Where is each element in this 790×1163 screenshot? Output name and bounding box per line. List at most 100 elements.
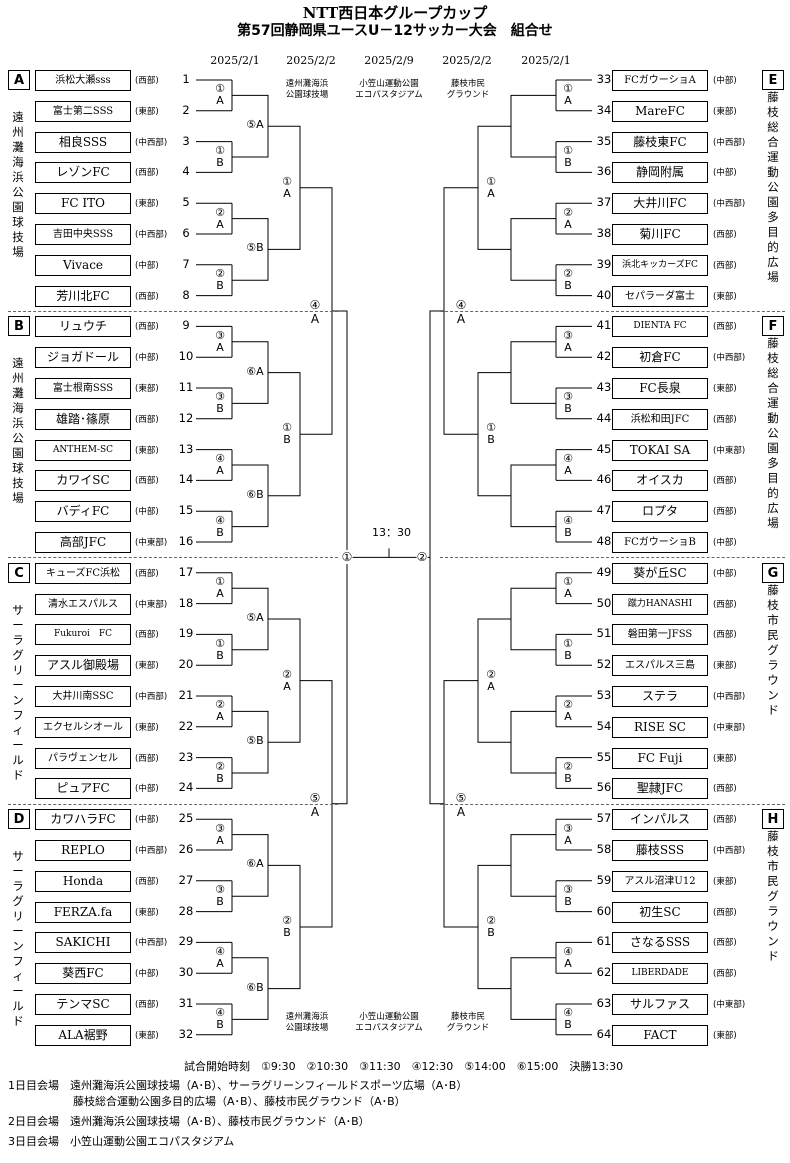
round1-match-label: ③ B: [215, 390, 225, 416]
group-separator: [440, 311, 785, 312]
team-number: 13: [178, 441, 194, 456]
team-box: SAKICHI: [35, 932, 131, 954]
team-region: (東部): [135, 661, 159, 672]
team-number: 45: [596, 441, 612, 456]
final-time: 13：30: [372, 526, 411, 539]
round2-match-label: ⑥B: [246, 980, 264, 994]
team-box: DIENTA FC: [612, 316, 708, 338]
team-box: インパルス: [612, 809, 708, 831]
round2-match-label: ⑥A: [246, 364, 264, 378]
round1-match-label: ① B: [563, 144, 573, 169]
round4-match-label: ④ A: [309, 298, 321, 326]
team-number: 17: [178, 564, 194, 579]
team-region: (中部): [135, 507, 159, 518]
team-box: 聖隷JFC: [612, 778, 708, 800]
team-box: 磐田第一JFSS: [612, 624, 708, 646]
team-box: 浜松和田JFC: [612, 408, 708, 430]
team-number: 59: [596, 872, 612, 887]
round1-match-label: ③ A: [215, 821, 225, 847]
round1-match-label: ① A: [215, 82, 225, 108]
team-number: 19: [178, 626, 194, 641]
round1-match-label: ④ B: [563, 513, 573, 539]
team-number: 12: [178, 410, 194, 425]
team-region: (西部): [713, 260, 737, 271]
round2-bracket: [510, 834, 556, 897]
round1-match-label: ③ B: [563, 883, 573, 909]
round3-match-label: ② A: [486, 667, 496, 693]
round1-match-label: ③ A: [563, 821, 573, 847]
team-region: (西部): [135, 414, 159, 425]
team-region: (西部): [135, 630, 159, 641]
team-number: 21: [178, 688, 194, 702]
team-box: キューズFC浜松: [35, 562, 131, 584]
team-box: 藤枝SSS: [612, 840, 708, 861]
team-number: 1: [182, 72, 190, 86]
team-box: パラヴェンセル: [35, 747, 131, 769]
round2-bracket: [510, 710, 556, 774]
team-region: (西部): [713, 414, 737, 425]
round2-bracket: [510, 587, 556, 651]
team-region: (西部): [713, 507, 737, 518]
team-number: 7: [182, 256, 190, 271]
team-box: RISE SC: [612, 716, 708, 738]
team-number: 61: [596, 934, 612, 949]
team-region: (中西部): [135, 230, 168, 240]
team-region: (中東部): [135, 538, 168, 548]
round3-match-label: ① A: [486, 174, 496, 200]
team-region: (中部): [135, 969, 159, 980]
team-box: セパラーダ富士: [612, 285, 708, 307]
team-box: TOKAI SA: [612, 439, 708, 461]
team-region: (中東部): [713, 445, 746, 456]
round2-match-label: ⑤A: [246, 611, 264, 624]
round2-match-label: ⑤A: [246, 118, 264, 132]
team-region: (東部): [713, 384, 737, 394]
team-region: (西部): [135, 476, 159, 487]
team-box: 相良SSS: [35, 131, 131, 153]
team-region: (中西部): [713, 137, 746, 148]
team-number: 41: [596, 318, 612, 333]
team-region: (西部): [135, 876, 159, 887]
team-box: FACT: [612, 1024, 708, 1046]
date-round1-left: 2025/2/1: [210, 54, 260, 67]
round3-match-label: ① A: [282, 174, 292, 200]
team-number: 49: [596, 564, 612, 579]
team-region: (中西部): [135, 846, 168, 856]
round1-match-label: ② B: [563, 760, 573, 785]
round1-match-label: ② A: [563, 698, 573, 724]
team-number: 39: [596, 256, 612, 271]
team-number: 46: [596, 472, 612, 487]
team-region: (中部): [135, 353, 159, 364]
team-number: 36: [596, 164, 612, 179]
round1-match-label: ③ A: [563, 328, 573, 354]
team-number: 9: [182, 318, 190, 333]
team-number: 35: [596, 133, 612, 148]
venue-label-top-center: 小笠山運動公園 エコパスタジアム: [355, 79, 423, 100]
team-number: 55: [596, 749, 612, 764]
team-region: (西部): [713, 599, 737, 610]
team-number: 15: [178, 503, 194, 518]
team-number: 20: [178, 657, 194, 672]
team-box: ジョガドール: [35, 347, 131, 369]
team-region: (中西部): [713, 692, 746, 702]
round3-match-label: ② B: [282, 914, 292, 939]
round1-match-label: ③ A: [215, 328, 225, 354]
team-region: (中西部): [135, 137, 168, 148]
round1-match-label: ② A: [215, 205, 225, 231]
group-separator: [440, 803, 785, 805]
semifinal-label-right: ②: [416, 550, 428, 565]
round1-match-label: ② B: [215, 760, 225, 785]
team-box: REPLO: [35, 840, 131, 861]
team-region: (西部): [135, 76, 159, 86]
team-number: 42: [596, 349, 612, 364]
team-number: 54: [596, 718, 612, 733]
team-number: 43: [596, 380, 612, 394]
group-venue: 藤枝総合運動公園多目的広場: [767, 336, 779, 531]
venue-label-bottom-left: 遠州灘海浜 公園球技場: [285, 1012, 329, 1033]
team-number: 44: [596, 410, 612, 425]
day2-venues: 2日目会場 遠州灘海浜公園球技場（A･B）、藤枝市民グラウンド（A･B）: [8, 1115, 370, 1128]
round2-bracket: [510, 218, 556, 281]
team-box: ALA裾野: [35, 1024, 131, 1046]
team-box: 浜北キッカーズFC: [612, 254, 708, 276]
team-box: ANTHEM-SC: [35, 439, 131, 461]
team-region: (中西部): [135, 938, 168, 949]
